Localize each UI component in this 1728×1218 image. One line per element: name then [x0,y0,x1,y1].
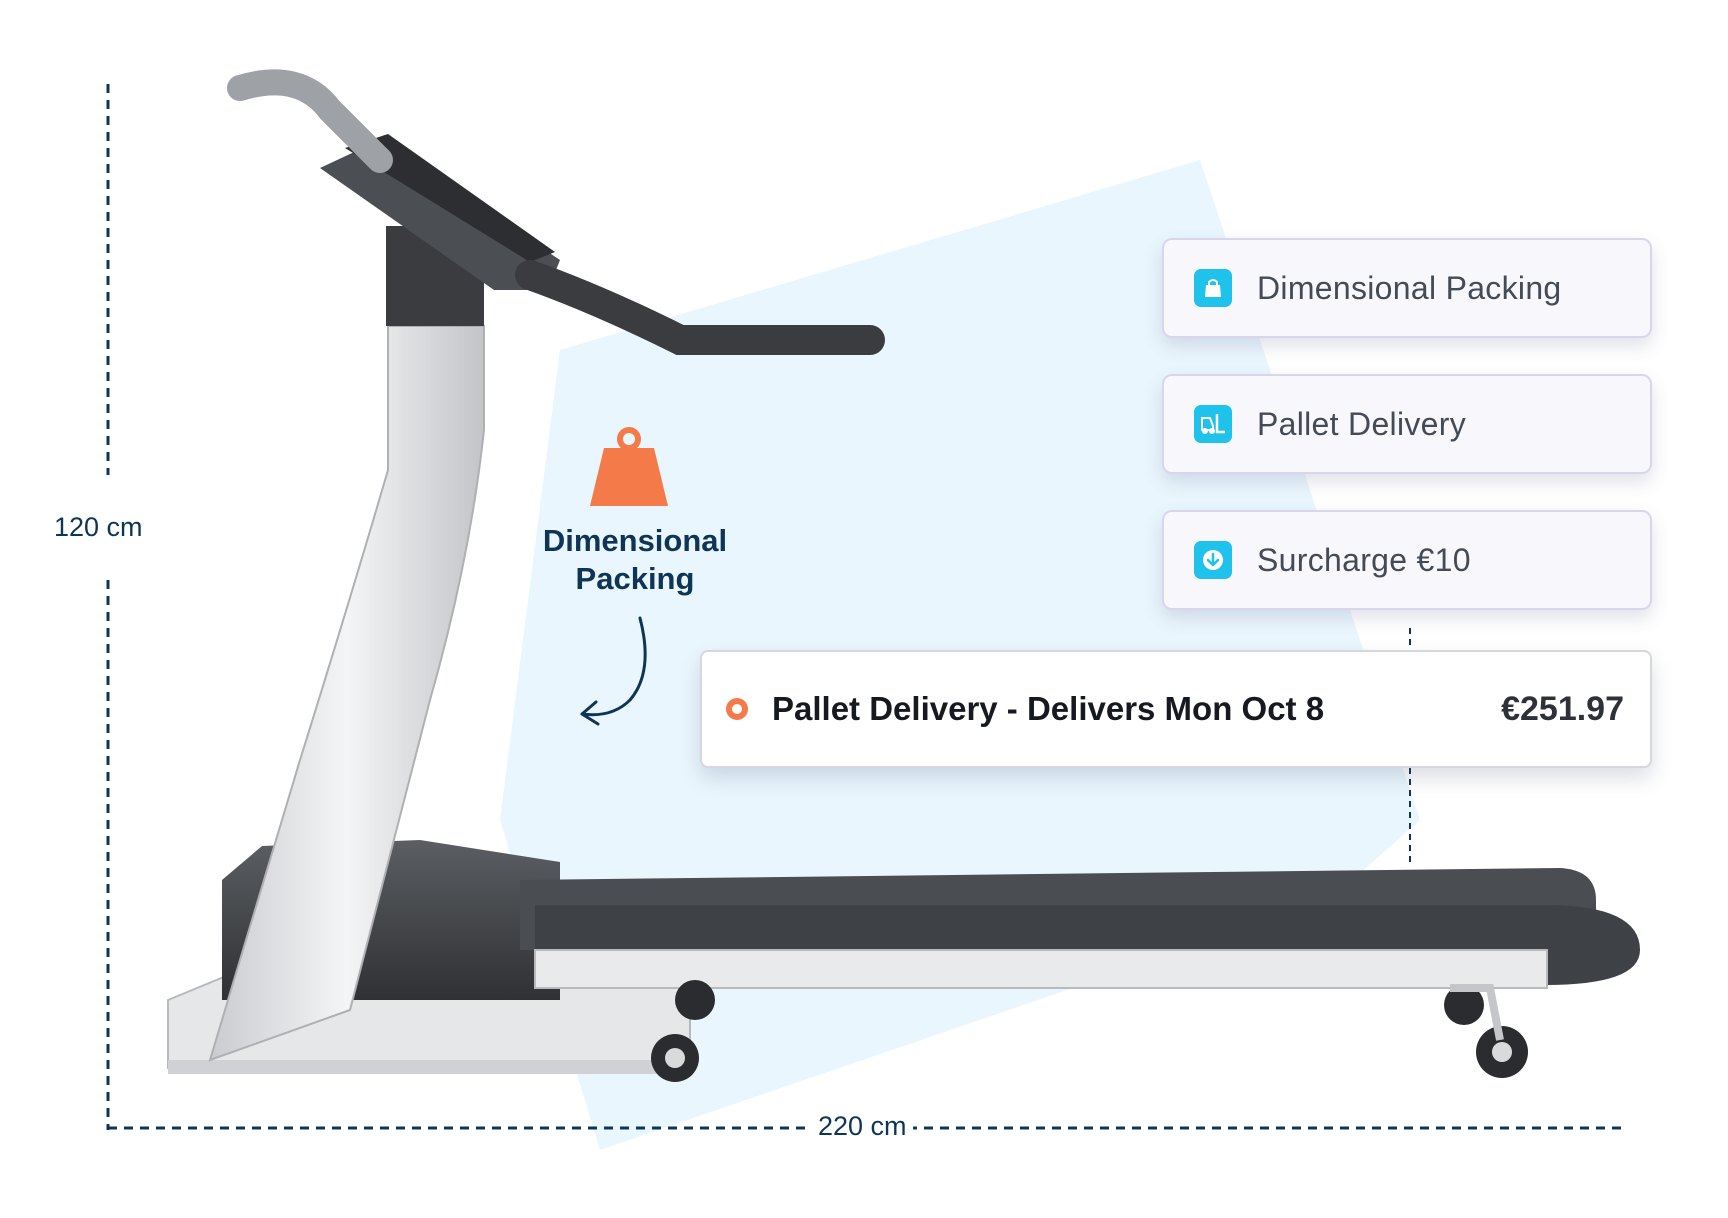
shopping-bag-icon [1194,269,1232,307]
option-label: Pallet Delivery [1257,405,1467,442]
option-label: Surcharge €10 [1257,541,1471,578]
delivery-option-row[interactable]: Pallet Delivery - Delivers Mon Oct 8 €25… [700,650,1652,768]
delivery-price: €251.97 [1501,689,1624,728]
download-icon [1194,541,1232,579]
option-card-pallet-delivery[interactable]: Pallet Delivery [1162,374,1652,474]
callout-title: Dimensional Packing [520,522,750,598]
option-label: Dimensional Packing [1257,269,1562,306]
callout-title-line1: Dimensional [542,523,728,558]
option-card-surcharge[interactable]: Surcharge €10 [1162,510,1652,610]
width-dimension-label: 220 cm [812,1109,913,1143]
curved-arrow-icon [580,616,647,726]
option-card-dimensional-packing[interactable]: Dimensional Packing [1162,238,1652,338]
forklift-icon [1194,405,1232,443]
callout-title-line2: Packing [575,561,695,596]
weight-icon [590,427,668,506]
delivery-option-label: Pallet Delivery - Delivers Mon Oct 8 [772,690,1325,727]
height-dimension-label: 120 cm [54,512,143,542]
radio-selected-icon[interactable] [726,698,748,720]
